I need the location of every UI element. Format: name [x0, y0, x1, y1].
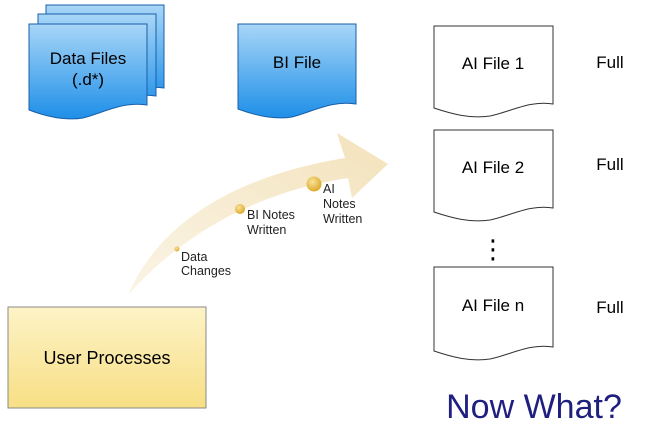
step-label-data-changes-2: Changes	[181, 264, 231, 278]
now-what-heading: Now What?	[446, 388, 622, 425]
step-label-bi-notes-2: Written	[247, 223, 286, 237]
ai-file-2-status: Full	[596, 155, 623, 174]
user-processes-label: User Processes	[43, 348, 170, 368]
ai-file-2-box: AI File 2	[433, 129, 554, 222]
data-files-stack: Data Files (.d*)	[28, 4, 165, 120]
step-dot-bi-notes	[235, 204, 245, 214]
ai-file-1-label: AI File 1	[462, 54, 524, 73]
ai-file-1-status: Full	[596, 53, 623, 72]
ai-file-n-label: AI File n	[462, 296, 524, 315]
step-label-ai-notes-2: Notes	[323, 197, 356, 211]
ai-file-2-label: AI File 2	[462, 158, 524, 177]
bi-file-label: BI File	[273, 53, 321, 72]
ai-files-ellipsis: ⋮	[480, 234, 506, 264]
bi-file-box: BI File	[237, 23, 357, 119]
ai-file-n-box: AI File n	[433, 266, 554, 361]
step-dot-ai-notes	[306, 176, 322, 192]
user-processes-box: User Processes	[7, 306, 207, 409]
ai-file-n-status: Full	[596, 298, 623, 317]
ai-file-1-box: AI File 1	[433, 25, 554, 118]
step-label-ai-notes-1: AI	[323, 182, 335, 196]
data-files-label-line2: (.d*)	[72, 70, 104, 89]
step-label-data-changes-1: Data	[181, 250, 207, 264]
progress-arrow	[128, 133, 388, 295]
step-label-ai-notes-3: Written	[323, 212, 362, 226]
step-label-bi-notes-1: BI Notes	[247, 208, 295, 222]
step-dot-data-changes	[174, 246, 180, 252]
data-files-label-line1: Data Files	[50, 49, 127, 68]
